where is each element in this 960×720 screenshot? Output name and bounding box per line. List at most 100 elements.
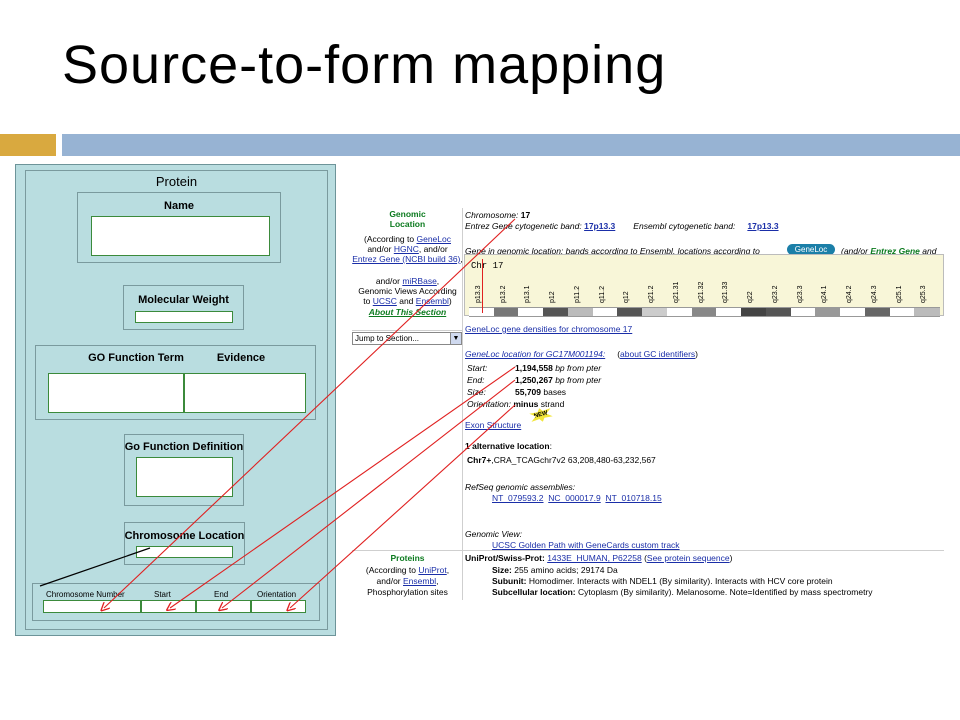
band-block	[617, 307, 644, 317]
band-block	[790, 307, 817, 317]
chromosome-label: Chromosome:	[465, 210, 519, 220]
orientation-label: Orientation:	[467, 399, 511, 409]
band-block	[493, 307, 520, 317]
form-title: Protein	[155, 174, 198, 189]
ucsc-line: to UCSC and Ensembl)	[352, 296, 463, 306]
alt-location-detail: ,CRA_TCAGchr7v2 63,208,480-63,232,567	[491, 455, 656, 465]
orientation-field[interactable]	[251, 600, 306, 613]
band-label: p13.2	[499, 285, 507, 303]
comma-text: ,	[446, 565, 450, 575]
refseq-link[interactable]: NT_079593.2	[492, 493, 544, 503]
evidence-field[interactable]	[184, 373, 306, 413]
molecular-weight-field[interactable]	[135, 311, 233, 323]
densities-link[interactable]: GeneLoc gene densities for chromosome 17	[465, 324, 633, 334]
protein-size-value: 255 amino acids; 29174 Da	[514, 565, 618, 575]
geneloc-location-link[interactable]: GeneLoc location for GC17M001194:	[465, 349, 606, 359]
comma-text: ,	[460, 254, 463, 264]
go-function-term-field[interactable]	[48, 373, 184, 413]
ensembl-link[interactable]: Ensembl	[403, 576, 437, 586]
orientation-value: minus	[513, 399, 539, 409]
uniprot-entry-link[interactable]: 1433E_HUMAN, P62258	[547, 553, 642, 563]
band-block	[567, 307, 594, 317]
uniprot-line: UniProt/Swiss-Prot: 1433E_HUMAN, P62258 …	[465, 553, 733, 563]
end-unit: bp from pter	[555, 375, 602, 385]
uniprot-label: UniProt/Swiss-Prot:	[465, 553, 545, 563]
refseq-link[interactable]: NT_010718.15	[605, 493, 662, 503]
band-label: q23.3	[796, 285, 804, 303]
start-field[interactable]	[141, 600, 196, 613]
band-block	[543, 307, 569, 317]
according-text: (According to	[365, 565, 416, 575]
geneloc-location-line: GeneLoc location for GC17M001194:(about …	[465, 349, 698, 359]
divider	[352, 330, 463, 331]
gene-position-marker	[482, 259, 483, 313]
chromosome-number-field[interactable]	[43, 600, 141, 613]
ensembl-band-link[interactable]: 17p13.3	[747, 221, 779, 231]
proteins-heading: Proteins	[390, 553, 425, 563]
and-or-text: and/or	[376, 576, 401, 586]
chromosome-location-field[interactable]	[136, 546, 233, 558]
band-label: q25.3	[920, 285, 928, 303]
end-label: End:	[467, 375, 485, 385]
alt-location-count: 1 alternative location	[465, 441, 550, 451]
subunit-value: Homodimer. Interacts with NDEL1 (By simi…	[528, 576, 833, 586]
orientation-unit: strand	[540, 399, 565, 409]
to-text: to	[363, 296, 371, 306]
genecards-page: Genomic Location (According to GeneLoc a…	[352, 208, 944, 600]
exon-structure-link[interactable]: Exon Structure	[465, 420, 522, 430]
end-field[interactable]	[196, 600, 251, 613]
ensembl-link[interactable]: Ensembl	[415, 296, 449, 306]
entrez-gene-link[interactable]: Entrez Gene (NCBI build 36)	[352, 254, 461, 264]
protein-size-label: Size:	[492, 565, 512, 575]
band-label: p13.3	[475, 285, 482, 303]
comma-text: ,	[436, 276, 440, 286]
band-block	[716, 307, 743, 317]
chromosome-location-label: Chromosome Location	[124, 530, 245, 542]
genomic-location-heading: Genomic Location	[352, 209, 463, 229]
evidence-label: Evidence	[216, 352, 266, 364]
geneloc-link[interactable]: GeneLoc	[416, 234, 451, 244]
genomic-view-label: Genomic View:	[465, 529, 523, 539]
band-label: q24.3	[870, 285, 878, 303]
chevron-down-icon: ▼	[450, 333, 461, 344]
geneloc-button[interactable]: GeneLoc	[787, 244, 835, 255]
jump-to-section-select[interactable]: Jump to Section...▼	[352, 332, 462, 345]
and-or-entrez-line: (and/or Entrez Gene and	[841, 246, 936, 256]
column-divider	[462, 208, 463, 600]
band-block	[592, 307, 619, 317]
and-text: and	[922, 246, 937, 256]
and-text: and	[399, 296, 414, 306]
molecular-weight-label: Molecular Weight	[138, 294, 229, 306]
proteins-ensembl-line: and/or Ensembl,	[376, 576, 439, 586]
refseq-link[interactable]: NC_000017.9	[548, 493, 601, 503]
accent-bar-gold	[0, 134, 56, 156]
chromosome-location-group	[124, 522, 245, 565]
hgnc-link[interactable]: HGNC	[393, 244, 419, 254]
about-gc-link[interactable]: about GC identifiers	[620, 349, 696, 359]
band-label: p13.1	[524, 285, 532, 303]
entrez-band-link[interactable]: 17p13.3	[584, 221, 616, 231]
divider	[352, 550, 944, 551]
band-label: p11.2	[573, 286, 581, 303]
uniprot-link[interactable]: UniProt	[418, 565, 447, 575]
band-label: p12	[549, 291, 557, 303]
name-field[interactable]	[91, 216, 270, 256]
go-function-definition-field[interactable]	[136, 457, 233, 497]
paren-text: )	[448, 296, 452, 306]
col-end: End	[214, 590, 229, 599]
subcellular-line: Subcellular location: Cytoplasm (By simi…	[492, 587, 873, 597]
band-block	[840, 307, 866, 317]
see-protein-link[interactable]: See protein sequence	[646, 553, 730, 563]
mirbase-link[interactable]: miRBase	[402, 276, 437, 286]
band-label: q12	[623, 291, 631, 303]
end-line: 1,250,267 bp from pter	[515, 375, 601, 385]
ucsc-link[interactable]: UCSC	[372, 296, 397, 306]
refseq-links: NT_079593.2 NC_000017.9 NT_010718.15	[492, 493, 662, 503]
band-block	[765, 307, 792, 317]
about-section-link[interactable]: About This Section	[368, 307, 447, 317]
ucsc-track-link[interactable]: UCSC Golden Path with GeneCards custom t…	[492, 540, 680, 550]
alt-location-detail-line: Chr7+,CRA_TCAGchr7v2 63,208,480-63,232,5…	[467, 455, 656, 465]
band-label: q21.31	[672, 281, 680, 303]
subunit-line: Subunit: Homodimer. Interacts with NDEL1…	[492, 576, 833, 586]
